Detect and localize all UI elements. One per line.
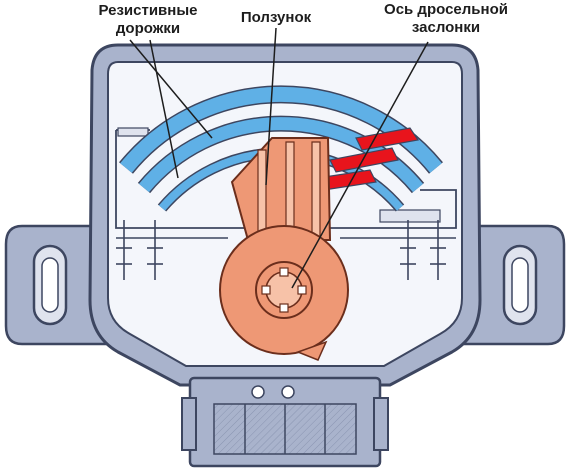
label-resistive-tracks: Резистивные — [99, 2, 198, 19]
leader-tracks-2 — [149, 39, 179, 179]
leader-slider — [265, 27, 277, 186]
oval-mounting-hole-left — [32, 244, 68, 326]
throttle-shaft-hub — [255, 261, 313, 319]
circuit-board — [115, 127, 457, 239]
slider-arm — [219, 137, 349, 361]
oval-mounting-hole-right — [502, 244, 538, 326]
label-throttle-axis: Ось дросельной — [384, 1, 508, 18]
connector-pin — [251, 385, 265, 399]
label-resistive-tracks-2: дорожки — [116, 20, 180, 37]
electrical-connector — [181, 376, 389, 468]
leader-axis — [291, 41, 429, 289]
leader-tracks-1 — [129, 39, 213, 139]
label-throttle-axis-2: заслонки — [412, 19, 480, 36]
connector-pin — [281, 385, 295, 399]
label-slider: Ползунок — [241, 9, 312, 26]
terminal-pins-right — [400, 220, 446, 280]
leader-lines — [129, 27, 429, 289]
terminal-pins-left — [116, 220, 163, 280]
